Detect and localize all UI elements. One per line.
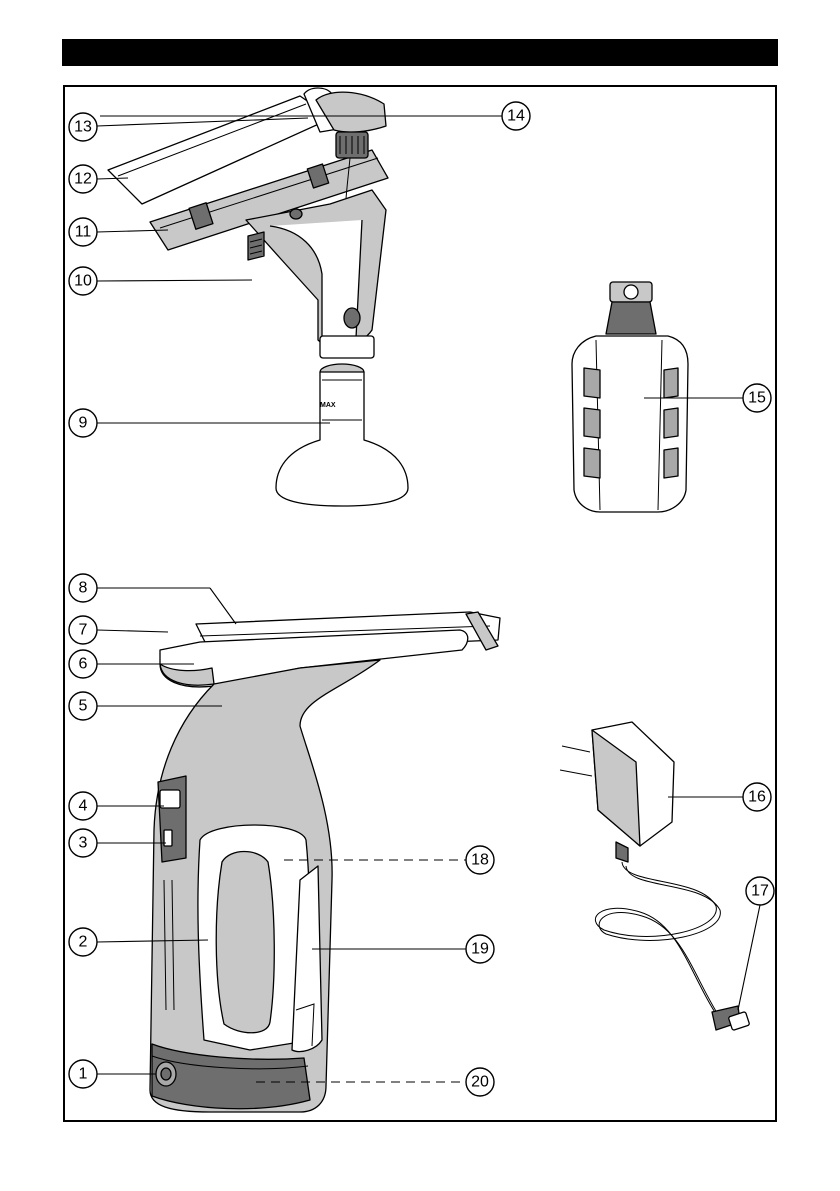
callout-label: 9 — [79, 415, 88, 432]
spray-bottle — [276, 372, 408, 506]
callout-17: 17 — [746, 877, 774, 905]
max-fill-marking: MAX — [320, 402, 336, 409]
callout-label: 17 — [751, 883, 769, 900]
callout-3: 3 — [69, 829, 97, 857]
callout-12: 12 — [69, 165, 97, 193]
concentrate-neck — [606, 302, 656, 334]
callout-label: 16 — [748, 789, 766, 806]
callout-16: 16 — [743, 783, 771, 811]
callout-5: 5 — [69, 692, 97, 720]
window-vac-illustration — [150, 612, 500, 1112]
callout-label: 3 — [79, 835, 88, 852]
callout-label: 1 — [79, 1066, 88, 1083]
on-off-switch — [160, 790, 180, 808]
callout-13: 13 — [69, 113, 97, 141]
callout-4: 4 — [69, 792, 97, 820]
nozzle-valve — [344, 308, 360, 328]
callout-10: 10 — [69, 267, 97, 295]
callout-20: 20 — [466, 1068, 494, 1096]
nozzle-collar — [320, 336, 374, 358]
callout-15: 15 — [743, 384, 771, 412]
spray-bottle-illustration: MAX — [108, 88, 408, 506]
bottle-grip-5 — [664, 408, 678, 438]
callout-label: 10 — [74, 273, 92, 290]
battery-status-indicator — [164, 830, 172, 846]
bottle-grip-4 — [664, 368, 678, 398]
charger-illustration — [560, 722, 750, 1030]
callout-11: 11 — [69, 218, 97, 246]
callout-8: 8 — [69, 574, 97, 602]
callout-label: 19 — [471, 941, 489, 958]
callout-label: 14 — [507, 108, 525, 125]
callout-label: 5 — [79, 698, 88, 715]
handle-opening — [216, 852, 274, 1033]
callout-label: 6 — [79, 656, 88, 673]
callout-19: 19 — [466, 935, 494, 963]
callout-1: 1 — [69, 1060, 97, 1088]
callout-label: 11 — [75, 224, 92, 241]
callout-label: 15 — [748, 390, 766, 407]
callout-9: 9 — [69, 409, 97, 437]
callout-7: 7 — [69, 616, 97, 644]
detergent-concentrate-illustration — [572, 282, 688, 512]
callout-6: 6 — [69, 650, 97, 678]
callout-label: 2 — [79, 934, 88, 951]
bottle-grip-2 — [584, 408, 600, 438]
callout-label: 18 — [471, 852, 489, 869]
charger-strain-relief — [616, 842, 628, 862]
callout-label: 20 — [471, 1074, 489, 1091]
callout-label: 4 — [79, 798, 88, 815]
concentrate-cap-top — [624, 285, 638, 299]
callout-14: 14 — [502, 102, 530, 130]
callout-label: 7 — [79, 622, 88, 639]
callout-label: 13 — [74, 119, 92, 136]
callout-2: 2 — [69, 928, 97, 956]
bottle-grip-6 — [664, 448, 678, 478]
on-off-switch-housing — [158, 776, 186, 862]
bottle-grip-1 — [584, 368, 600, 398]
attachment-pin — [290, 209, 302, 219]
callout-label: 12 — [74, 171, 92, 188]
callout-18: 18 — [466, 846, 494, 874]
bottle-grip-3 — [584, 448, 600, 478]
callout-label: 8 — [79, 580, 88, 597]
